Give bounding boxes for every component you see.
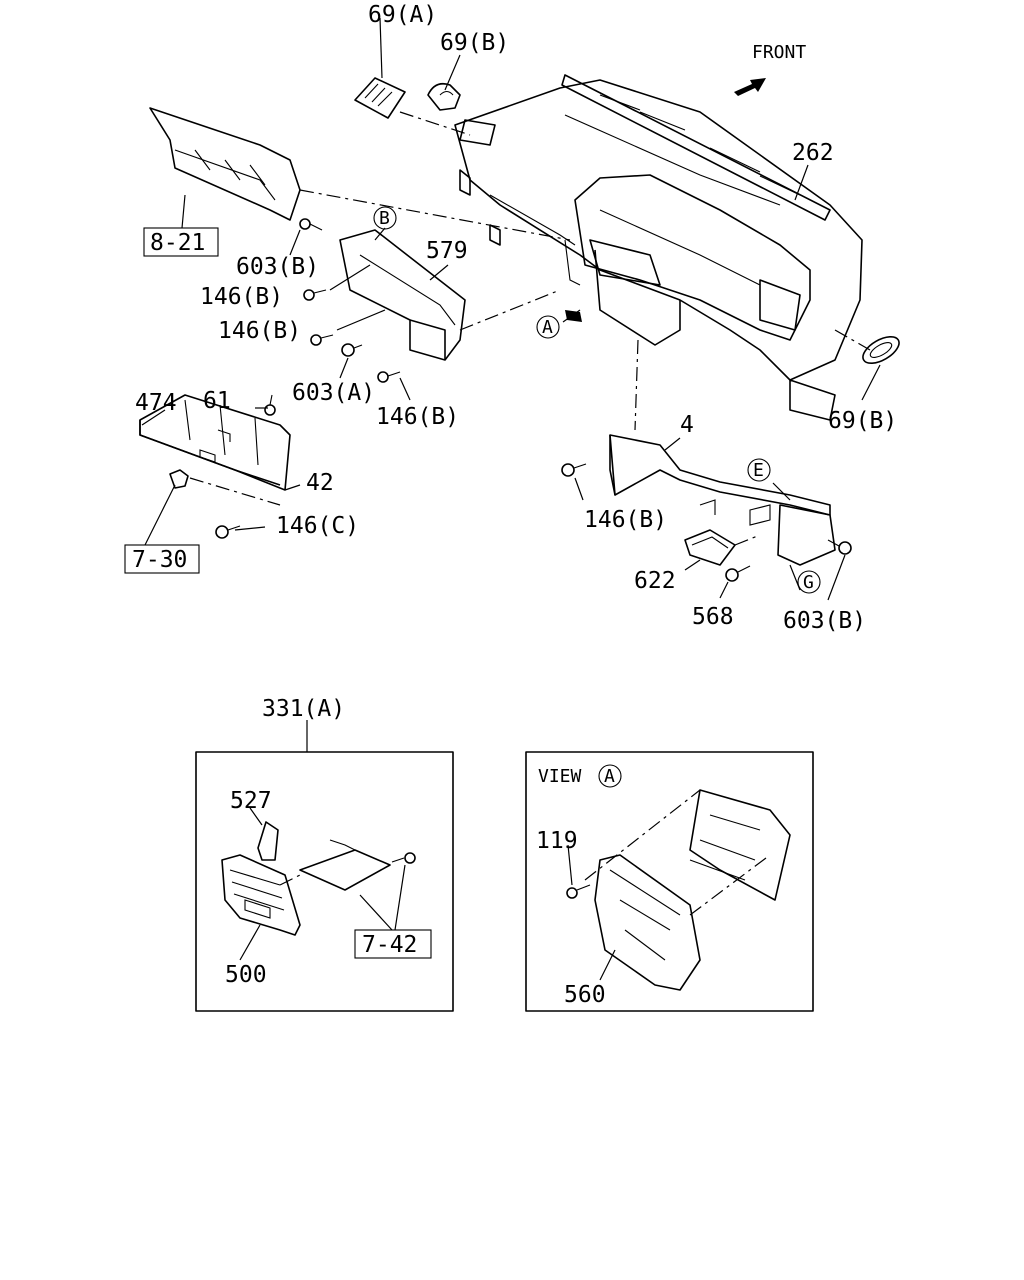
label-146b-3: 146(B) (376, 404, 459, 430)
view-a-arrow-icon (565, 310, 582, 322)
dashboard-panel (454, 74, 863, 421)
label-b: B (379, 208, 390, 229)
label-view: VIEW (538, 766, 582, 787)
label-119: 119 (536, 828, 578, 854)
meter-hood-8-21 (149, 107, 571, 241)
label-527: 527 (230, 788, 272, 814)
screw-146b-4-icon (561, 463, 587, 477)
screw-146b-3-icon (377, 371, 401, 383)
circle-view-a (598, 764, 622, 788)
switch-69b-right (834, 329, 900, 365)
screw-603b-left-icon (299, 218, 323, 231)
clip-7-30 (169, 469, 281, 506)
circle-g (797, 570, 821, 594)
label-69a: 69(A) (368, 2, 437, 28)
label-4: 4 (680, 412, 694, 438)
label-146c: 146(C) (276, 513, 359, 539)
front-arrow-icon (734, 78, 766, 96)
screw-603b-right-icon (827, 539, 852, 555)
label-e: E (753, 460, 764, 481)
label-g: G (803, 572, 814, 593)
label-61: 61 (203, 388, 231, 414)
detail-331a (195, 720, 454, 1012)
label-579: 579 (426, 238, 468, 264)
screw-146b-1-icon (303, 289, 327, 301)
label-69b-top: 69(B) (440, 30, 509, 56)
circle-e (747, 458, 771, 482)
screw-146c-icon (215, 525, 241, 539)
label-474: 474 (135, 390, 177, 416)
box-8-21 (143, 227, 219, 257)
label-500: 500 (225, 962, 267, 988)
box-7-42 (354, 929, 432, 959)
box-7-30 (124, 544, 200, 574)
label-7-42: 7-42 (362, 932, 417, 958)
screw-568-icon (725, 565, 751, 582)
label-146b-1: 146(B) (200, 284, 283, 310)
circle-a (536, 315, 560, 339)
switch-69b-top (427, 82, 461, 111)
screw-603a-icon (341, 343, 363, 357)
label-146b-4: 146(B) (584, 507, 667, 533)
circle-b (373, 206, 397, 230)
label-560: 560 (564, 982, 606, 1008)
label-view-letter: A (604, 766, 615, 787)
screw-61-icon (264, 394, 276, 416)
detail-view-a (525, 751, 814, 1012)
label-603a: 603(A) (292, 380, 375, 406)
label-568: 568 (692, 604, 734, 630)
label-a: A (542, 317, 553, 338)
switch-69a (354, 77, 496, 146)
label-331a: 331(A) (262, 696, 345, 722)
screws (215, 218, 852, 582)
bracket-579 (339, 229, 561, 361)
bracket-4 (609, 339, 836, 566)
label-69b-right: 69(B) (828, 408, 897, 434)
screw-146b-2-icon (310, 334, 334, 346)
label-603b-right: 603(B) (783, 608, 866, 634)
label-8-21: 8-21 (150, 230, 205, 256)
glove-box-474 (139, 394, 291, 491)
label-42: 42 (306, 470, 334, 496)
label-603b-left: 603(B) (236, 254, 319, 280)
label-7-30: 7-30 (132, 547, 187, 573)
label-front: FRONT (752, 42, 806, 63)
label-146b-2: 146(B) (218, 318, 301, 344)
label-622: 622 (634, 568, 676, 594)
vent-622 (684, 529, 761, 566)
label-262: 262 (792, 140, 834, 166)
